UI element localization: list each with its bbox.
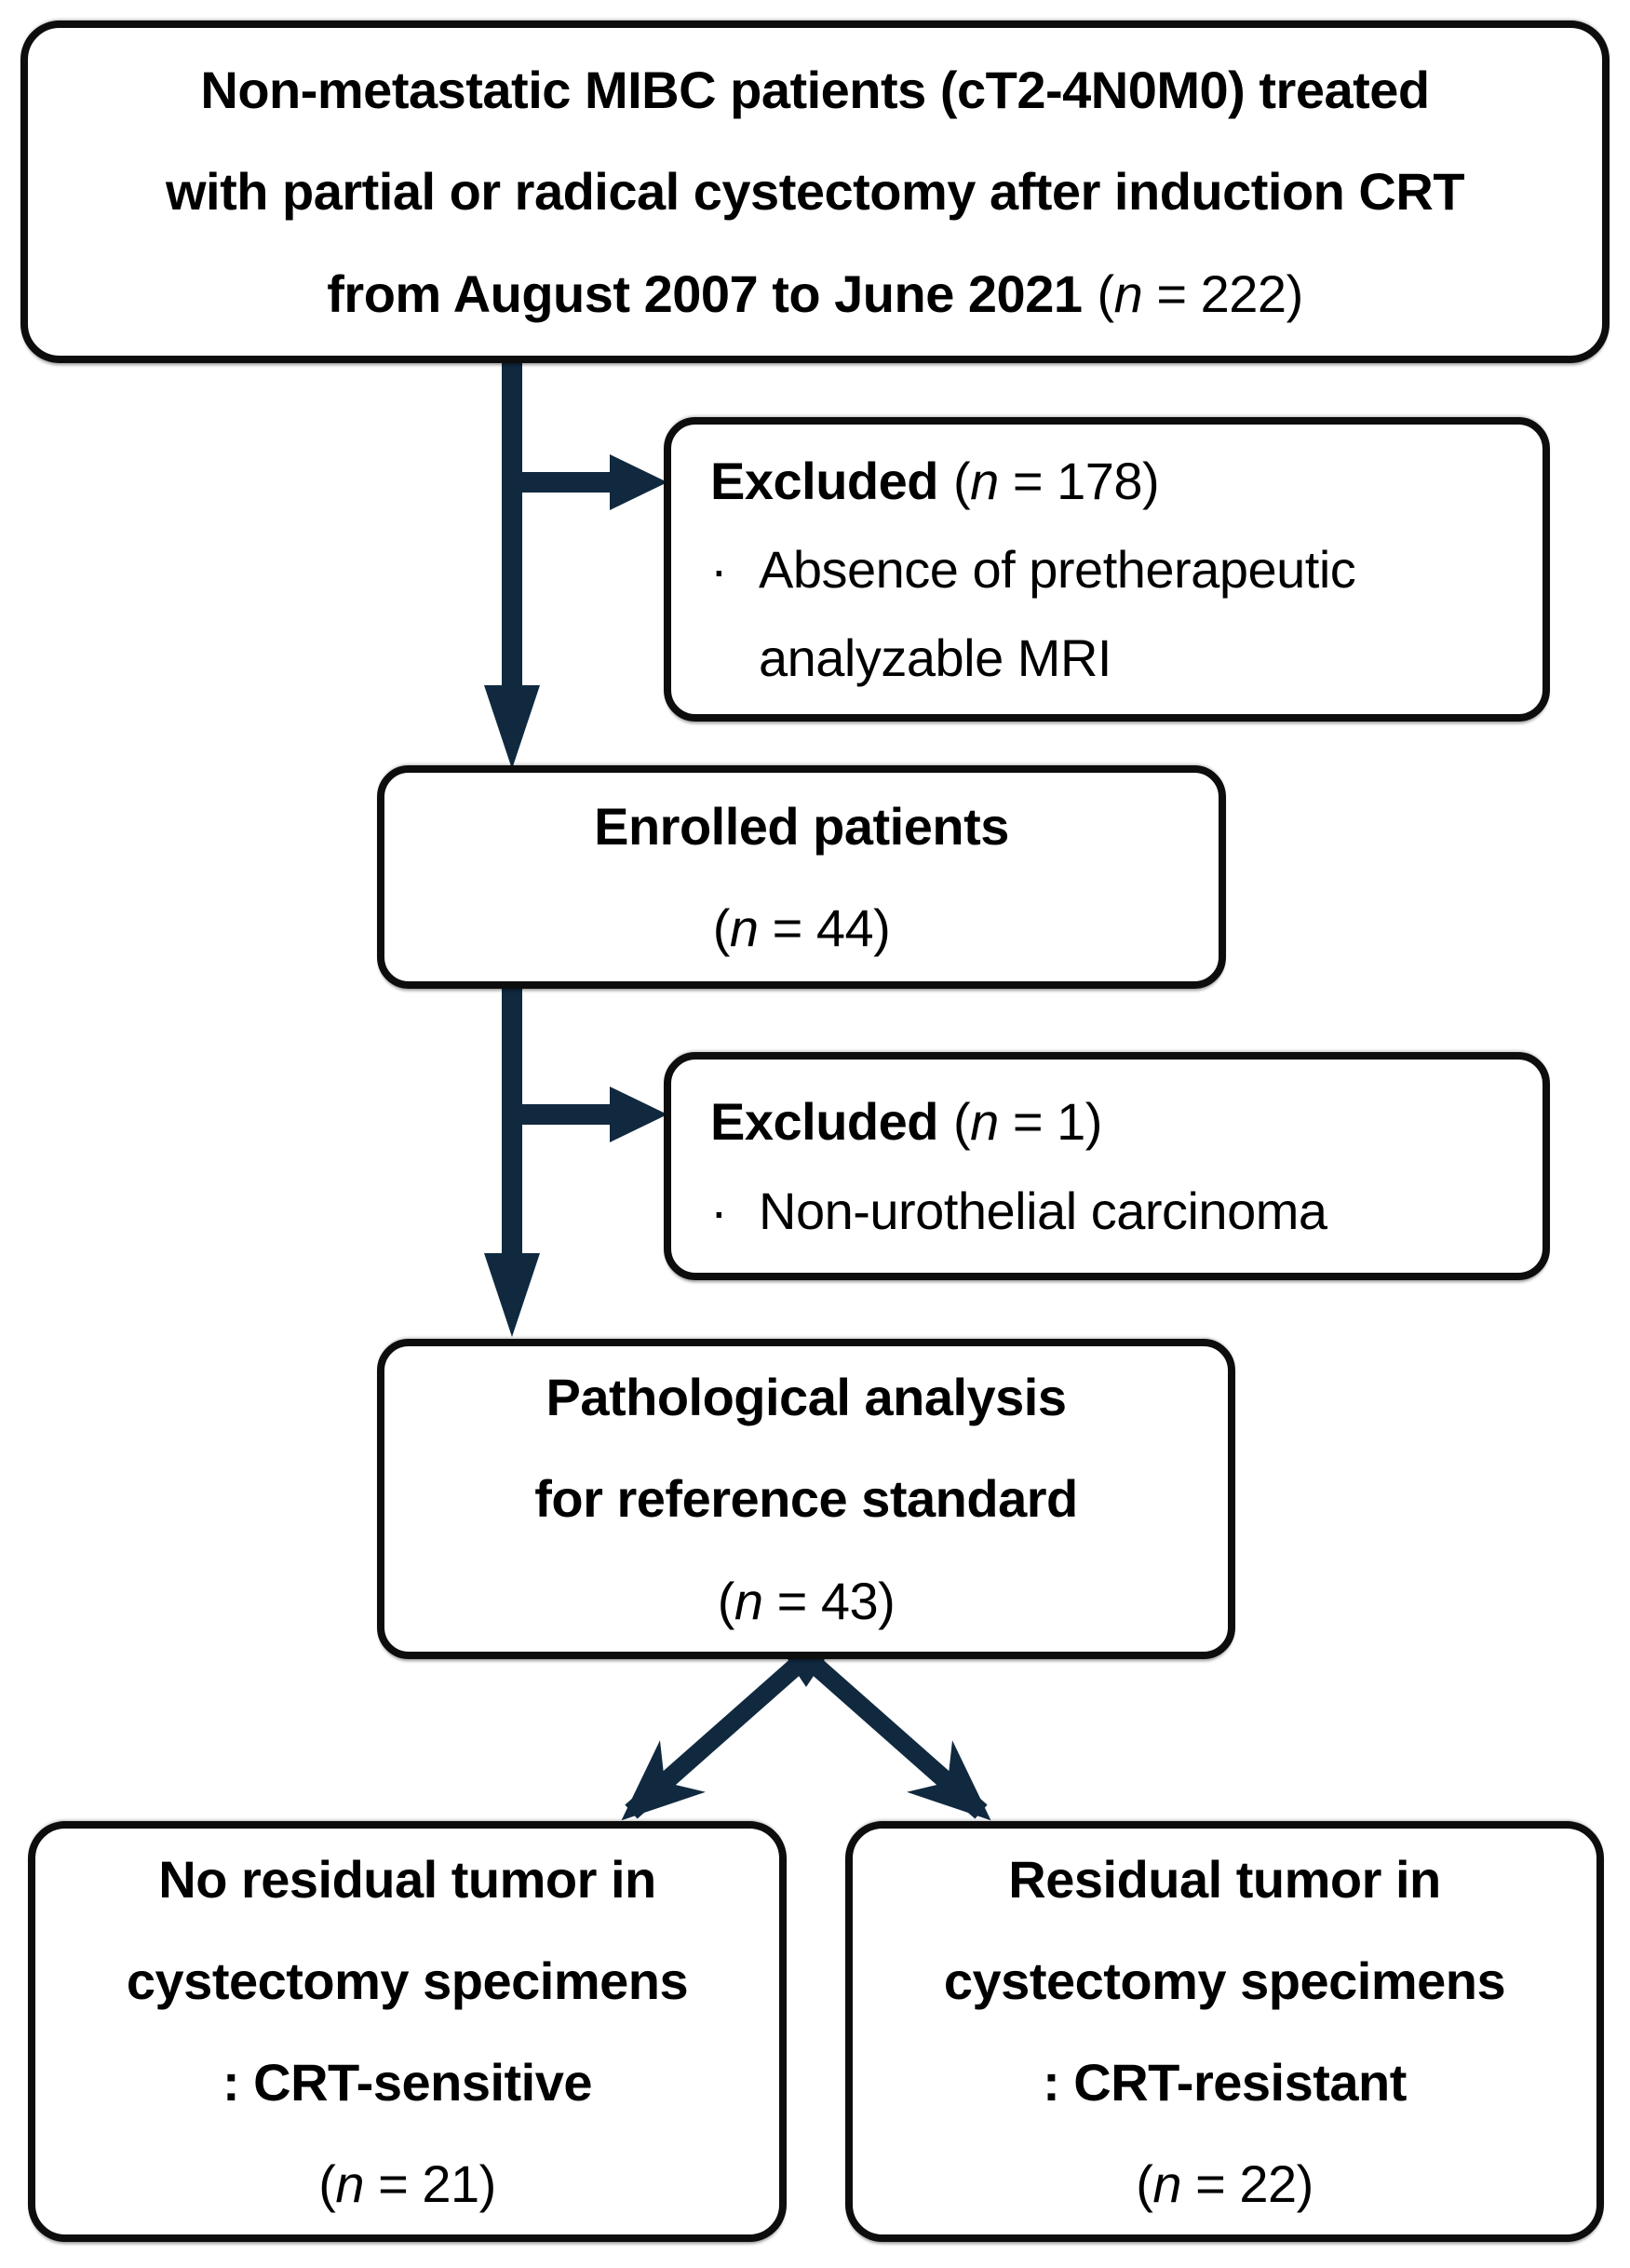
arrowhead-to-pathology — [484, 1253, 540, 1337]
branch-to-excluded-2 — [512, 1104, 610, 1125]
pathology-line-2: for reference standard — [534, 1469, 1078, 1529]
population-line-3: from August 2007 to June 2021(n = 222) — [327, 263, 1304, 323]
excluded-2-heading: Excluded(n = 1) — [710, 1092, 1102, 1152]
node-enrolled: Enrolled patients (n = 44) — [377, 765, 1226, 989]
excluded-1-reason: · Absence of pretherapeutic analyzable M… — [710, 525, 1520, 702]
node-source-population: Non-metastatic MIBC patients (cT2-4N0M0)… — [20, 20, 1610, 363]
node-excluded-1: Excluded(n = 178) · Absence of pretherap… — [664, 417, 1550, 722]
crt-sensitive-count: (n = 21) — [318, 2154, 496, 2214]
excluded-1-count: (n = 178) — [952, 451, 1160, 510]
population-count: (n = 222) — [1097, 263, 1304, 323]
population-line-1: Non-metastatic MIBC patients (cT2-4N0M0)… — [200, 61, 1430, 120]
crt-resistant-count: (n = 22) — [1136, 2154, 1313, 2214]
crt-sensitive-line-1: No residual tumor in — [158, 1849, 656, 1909]
excluded-1-reason-text: Absence of pretherapeutic analyzable MRI — [759, 539, 1356, 688]
bullet-icon: · — [710, 1181, 728, 1240]
crt-sensitive-line-2: cystectomy specimens — [126, 1951, 689, 2010]
arrow-to-crt-sensitive — [621, 1650, 813, 1821]
crt-resistant-line-2: cystectomy specimens — [943, 1951, 1506, 2010]
excluded-2-reason-text: Non-urothelial carcinoma — [759, 1181, 1327, 1240]
bullet-icon: · — [710, 539, 728, 599]
stem-enrolled-to-pathology — [502, 985, 522, 1257]
excluded-2-count: (n = 1) — [952, 1092, 1102, 1152]
crt-resistant-line-1: Residual tumor in — [1008, 1849, 1441, 1909]
enrolled-count: (n = 44) — [712, 898, 891, 957]
branch-to-excluded-1 — [512, 472, 610, 493]
node-crt-sensitive: No residual tumor in cystectomy specimen… — [28, 1821, 787, 2242]
stem-top-to-enrolled — [502, 361, 522, 689]
arrow-to-crt-resistant — [800, 1650, 991, 1821]
enrolled-label: Enrolled patients — [594, 796, 1009, 856]
arrowhead-to-excluded-2 — [610, 1087, 667, 1142]
crt-sensitive-line-3: : CRT-sensitive — [222, 2053, 593, 2112]
excluded-2-reason: · Non-urothelial carcinoma — [710, 1167, 1327, 1255]
pathology-count: (n = 43) — [717, 1571, 896, 1630]
node-pathological-analysis: Pathological analysis for reference stan… — [377, 1339, 1235, 1659]
population-line-2: with partial or radical cystectomy after… — [165, 162, 1465, 222]
node-crt-resistant: Residual tumor in cystectomy specimens :… — [845, 1821, 1604, 2242]
arrowhead-to-enrolled — [484, 685, 540, 769]
arrowhead-to-excluded-1 — [610, 454, 667, 510]
pathology-line-1: Pathological analysis — [546, 1368, 1067, 1427]
excluded-1-heading: Excluded(n = 178) — [710, 451, 1160, 510]
node-excluded-2: Excluded(n = 1) · Non-urothelial carcino… — [664, 1052, 1550, 1280]
crt-resistant-line-3: : CRT-resistant — [1043, 2053, 1407, 2112]
